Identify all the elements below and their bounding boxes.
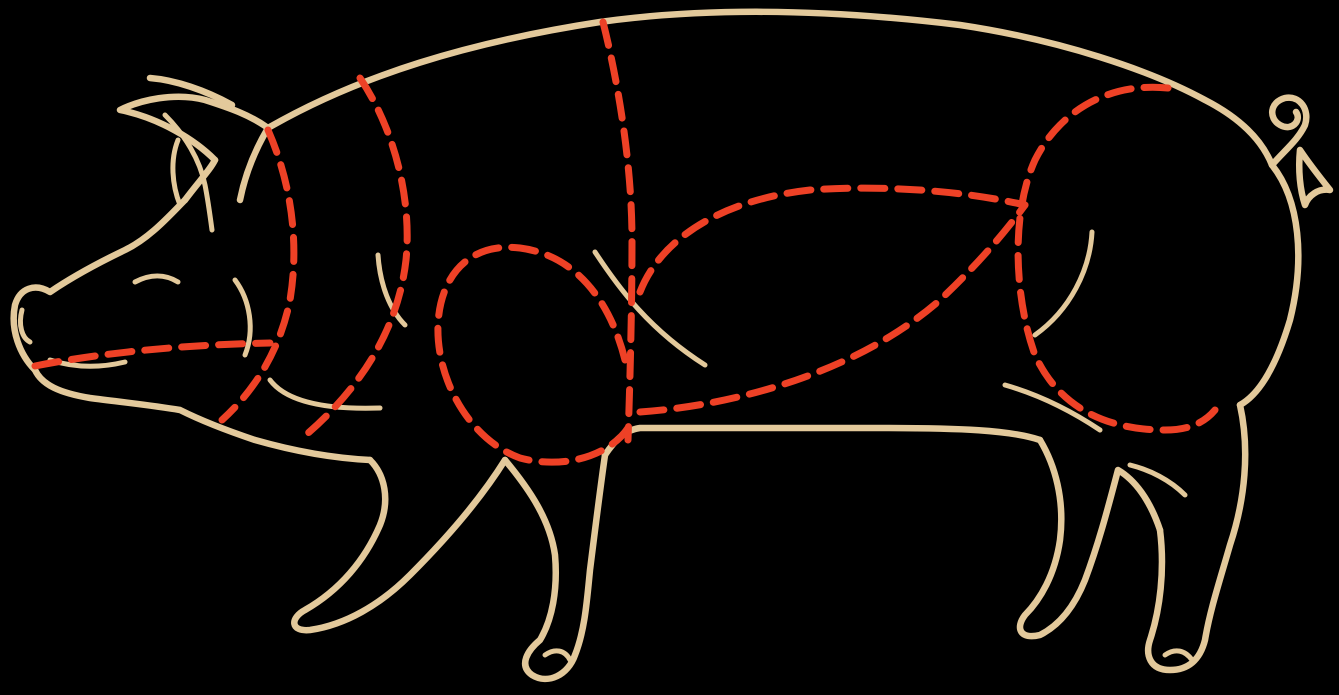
front-leg-near [505, 455, 605, 679]
snout [14, 200, 185, 370]
hind-hoof [1165, 651, 1192, 660]
pig-outline [14, 12, 1330, 679]
cut-neck [222, 130, 294, 420]
cut-belly [640, 205, 1025, 412]
chest-line [35, 370, 370, 460]
tail-tuft [1299, 150, 1330, 205]
hind-leg-rear [1148, 405, 1245, 670]
cut-foreleg [438, 247, 628, 462]
cut-loin [640, 188, 1025, 292]
belly-line [605, 428, 1040, 455]
cut-ham [1018, 87, 1215, 430]
cut-shoulder-loin [603, 22, 632, 440]
flank-fold [1005, 385, 1100, 430]
front-leg-far [294, 460, 505, 630]
ham-fold [1035, 232, 1092, 335]
nostril [20, 310, 30, 342]
jowl-fold [270, 380, 380, 408]
ear-inner-2 [173, 140, 180, 205]
rump-line [1240, 165, 1298, 405]
front-hoof [545, 651, 570, 660]
eye [135, 276, 178, 282]
cut-head-jowl [35, 343, 270, 366]
cut-collar [300, 78, 407, 440]
